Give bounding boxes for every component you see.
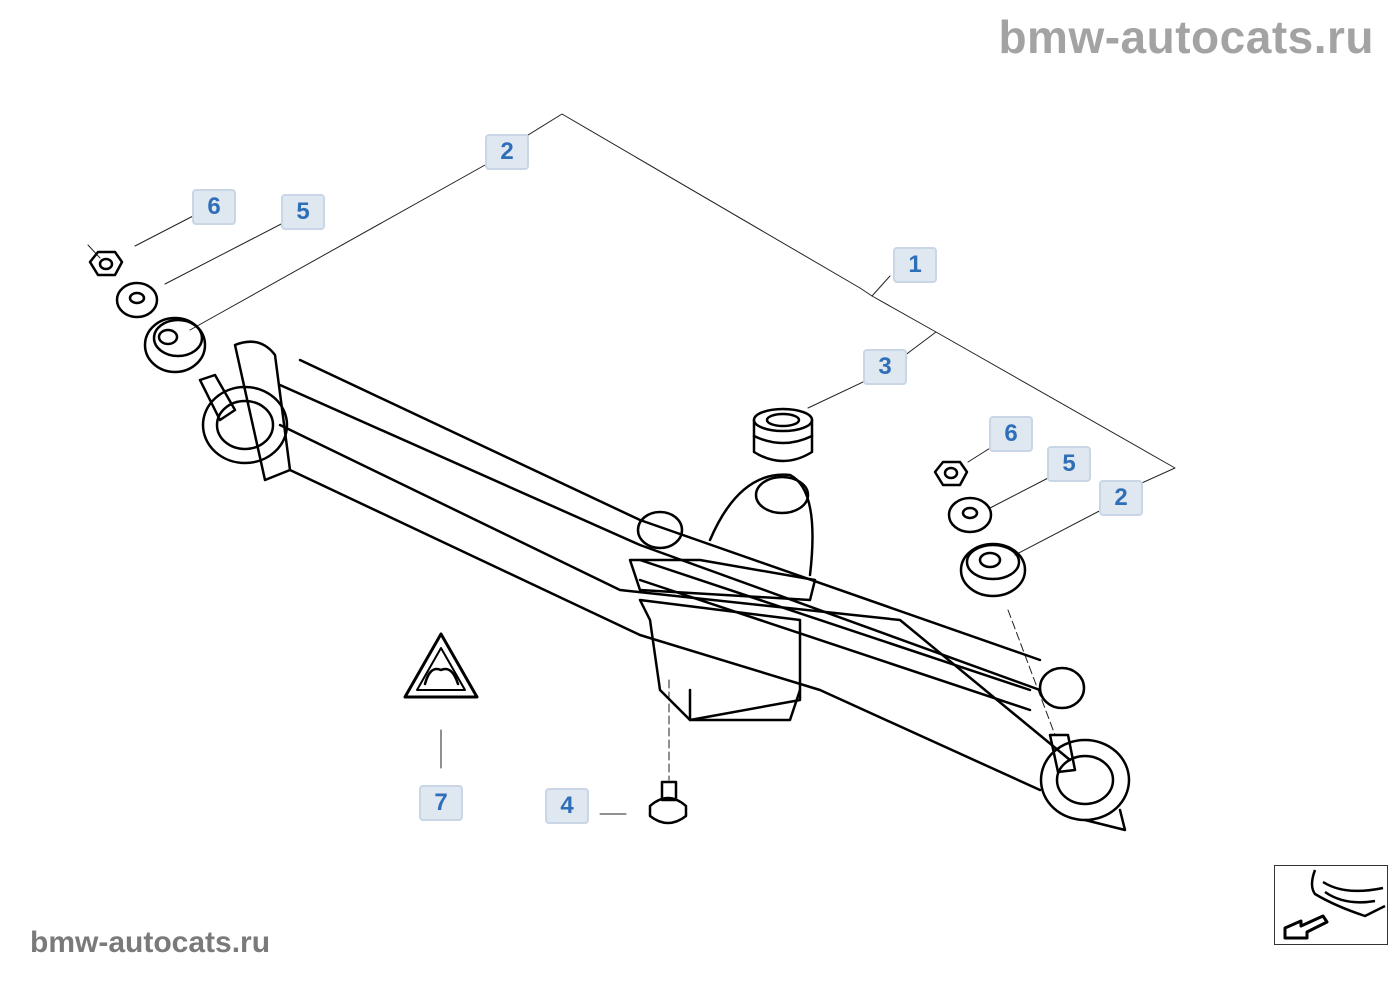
washer-right bbox=[947, 496, 993, 534]
warning-triangle-label bbox=[403, 632, 479, 699]
callout-4[interactable]: 4 bbox=[545, 788, 589, 824]
nut-left bbox=[88, 250, 124, 277]
callout-6-right[interactable]: 6 bbox=[989, 416, 1033, 452]
callout-2-top[interactable]: 2 bbox=[485, 134, 529, 170]
callout-3[interactable]: 3 bbox=[863, 349, 907, 385]
vehicle-location-thumbnail[interactable] bbox=[1274, 865, 1388, 945]
nut-right bbox=[933, 460, 969, 487]
car-front-arrow-icon bbox=[1283, 869, 1386, 940]
leader-lines bbox=[87, 113, 1176, 815]
callout-1[interactable]: 1 bbox=[893, 247, 937, 283]
grommet-left bbox=[143, 316, 207, 374]
callout-6-left[interactable]: 6 bbox=[192, 189, 236, 225]
callout-2-right[interactable]: 2 bbox=[1099, 480, 1143, 516]
screw bbox=[648, 780, 688, 825]
grommet-right bbox=[959, 542, 1027, 598]
rubber-mount bbox=[752, 407, 814, 463]
wiper-frame bbox=[198, 340, 1131, 832]
callout-5-left[interactable]: 5 bbox=[281, 194, 325, 230]
watermark-bottom: bmw-autocats.ru bbox=[30, 926, 271, 959]
watermark-top: bmw-autocats.ru bbox=[998, 11, 1374, 63]
callout-5-right[interactable]: 5 bbox=[1047, 446, 1091, 482]
callout-7[interactable]: 7 bbox=[419, 785, 463, 821]
washer-left bbox=[115, 281, 159, 319]
